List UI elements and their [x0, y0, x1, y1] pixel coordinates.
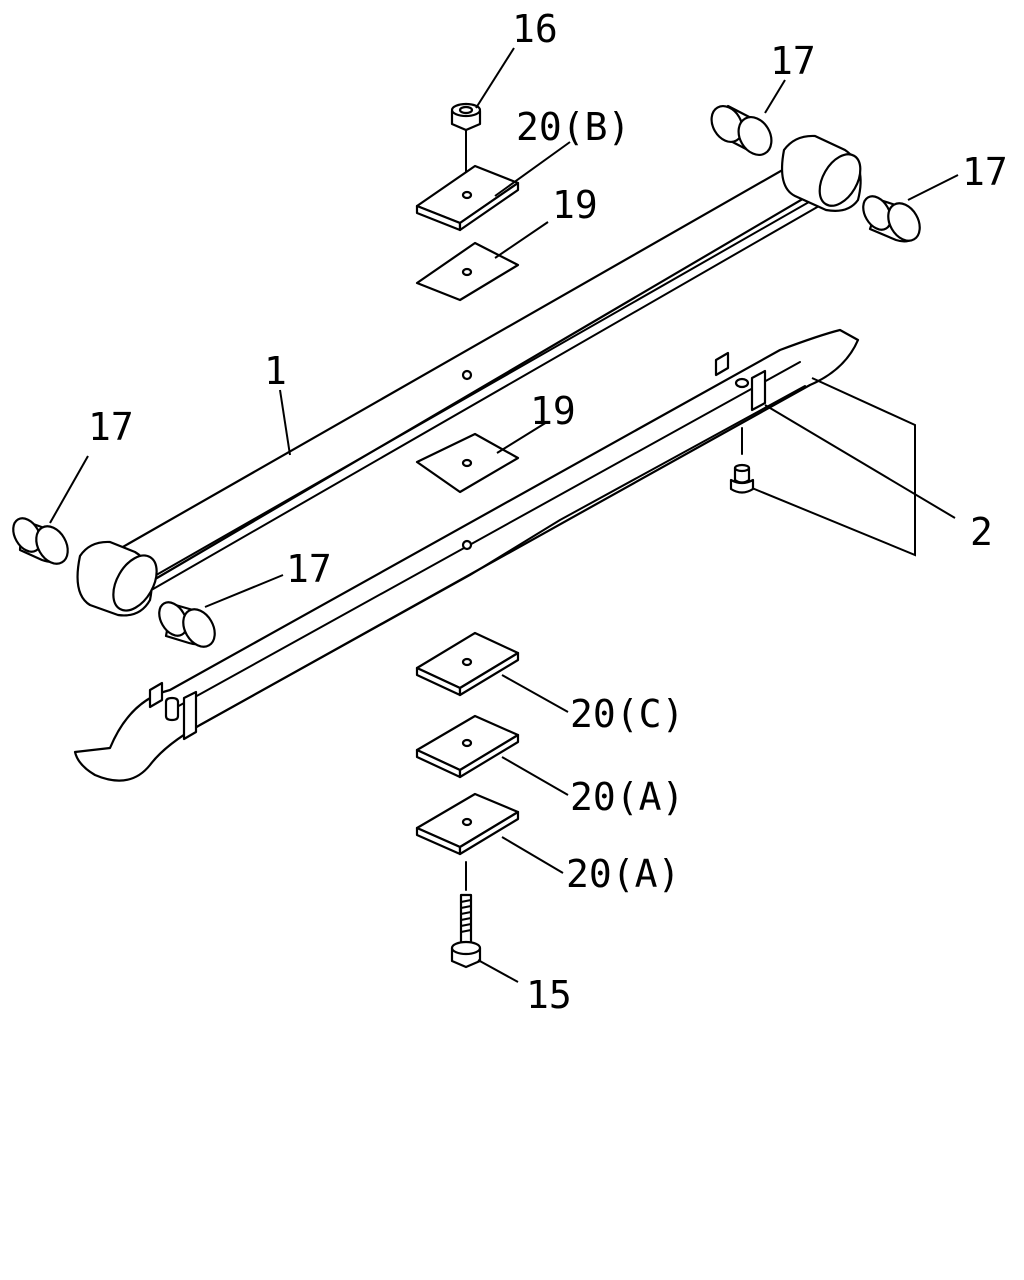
rivet-pin — [729, 427, 755, 494]
callout-17-left: 17 — [88, 405, 134, 449]
bushing-left — [12, 517, 69, 565]
callout-17-top-right: 17 — [770, 39, 816, 83]
plate-20a-lower — [415, 792, 520, 856]
callout-1: 1 — [264, 349, 287, 393]
spring-leaf-upper — [76, 134, 862, 617]
callout-20a-lower: 20(A) — [566, 852, 680, 896]
bushing-right — [862, 195, 921, 243]
callout-17-bottom-left: 17 — [286, 547, 332, 591]
center-bolt — [450, 861, 482, 969]
plate-19-top — [415, 241, 520, 302]
callout-19-mid: 19 — [530, 389, 576, 433]
bushing-bottom-left — [158, 601, 216, 648]
callout-17-right: 17 — [962, 150, 1008, 194]
callout-2: 2 — [970, 510, 993, 554]
spring-leaf-lower — [73, 328, 860, 782]
callout-20b: 20(B) — [516, 105, 630, 149]
bushing-top-right — [710, 104, 773, 156]
callout-20a-upper: 20(A) — [570, 775, 684, 819]
callout-20c: 20(C) — [570, 692, 684, 736]
plate-20a-upper — [415, 714, 520, 779]
callout-16: 16 — [512, 7, 558, 51]
plate-19-mid — [415, 432, 520, 494]
plate-20b — [415, 164, 520, 232]
callout-19-top: 19 — [552, 183, 598, 227]
plate-20c — [415, 631, 520, 697]
leader-lines — [49, 47, 959, 983]
callout-15: 15 — [526, 973, 572, 1017]
nut — [450, 102, 482, 193]
